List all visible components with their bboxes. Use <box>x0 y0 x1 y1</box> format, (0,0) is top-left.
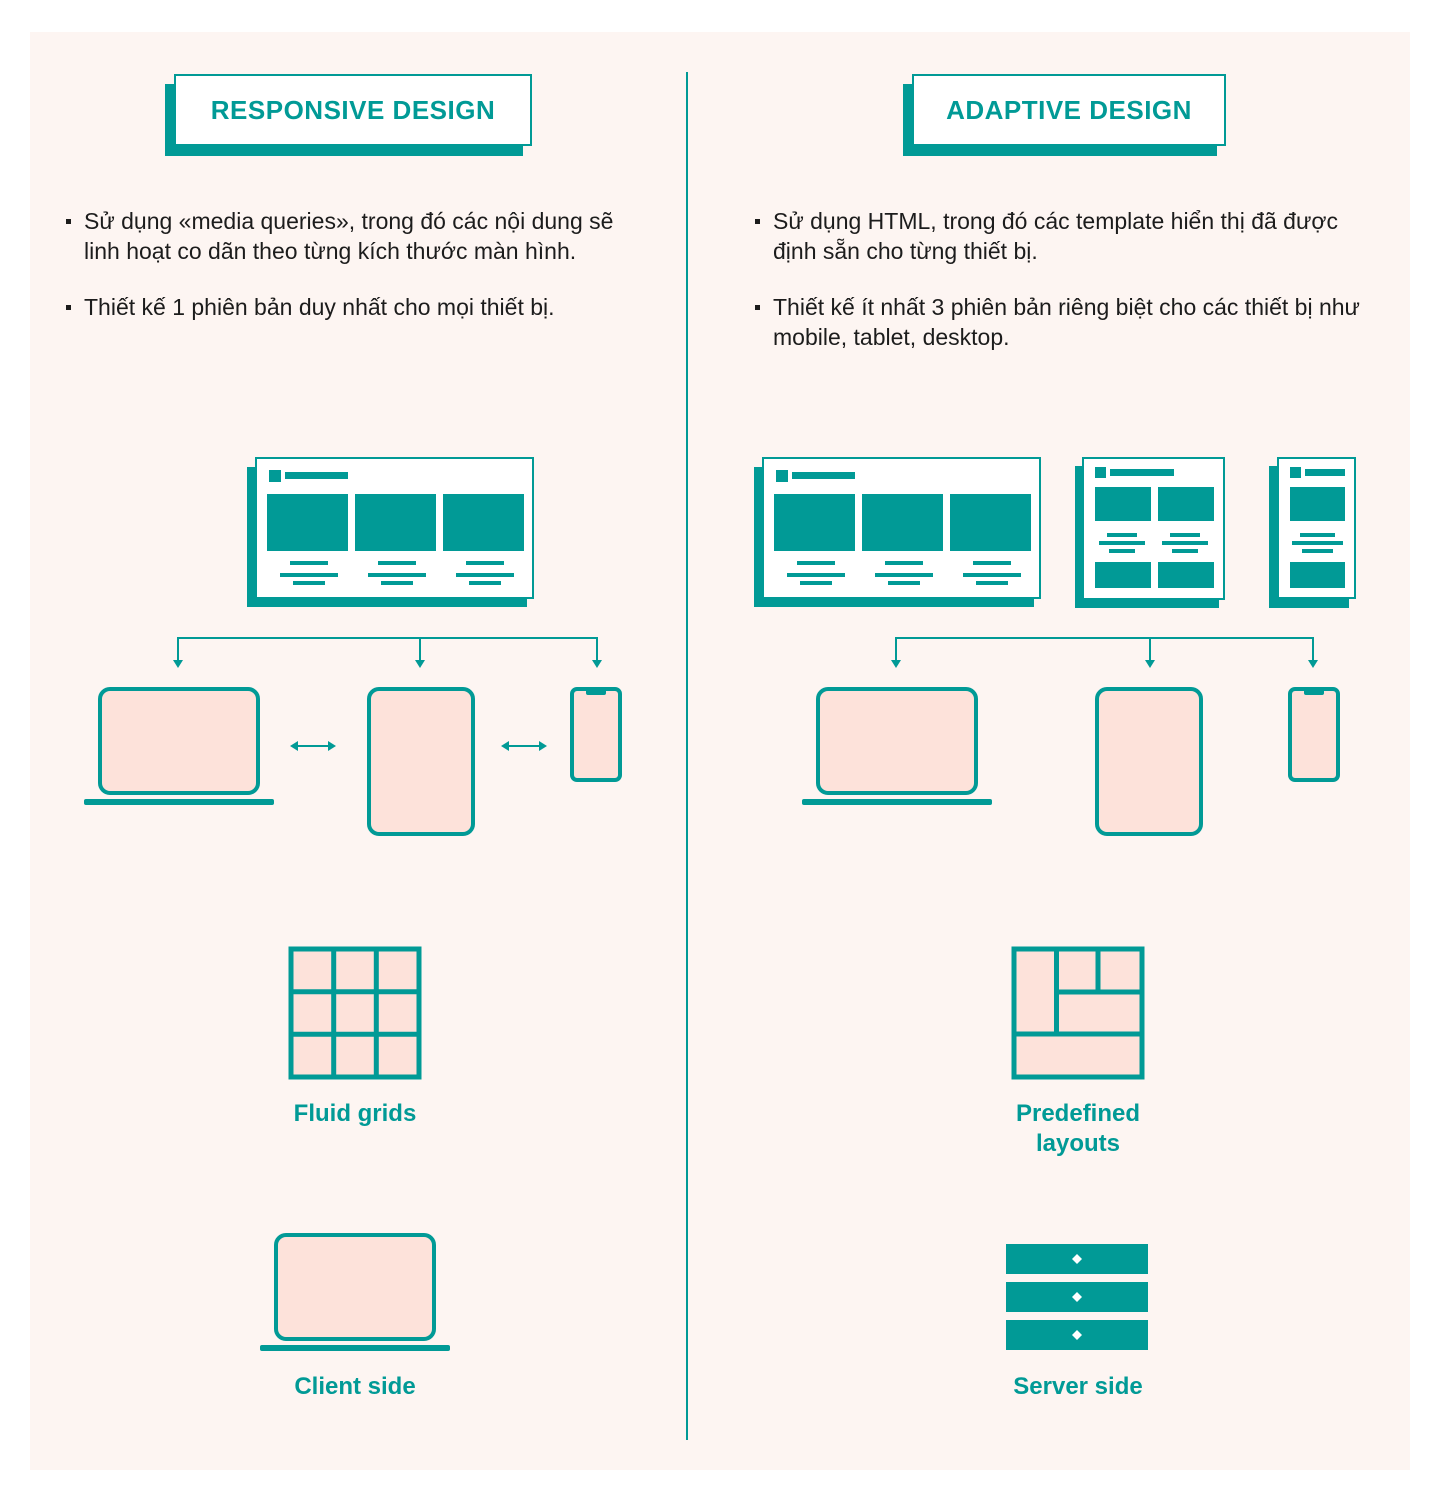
arrow-icon <box>173 660 602 668</box>
desktop-layout-icon <box>247 457 534 607</box>
responsive-bullet-2: Thiết kế 1 phiên bản duy nhất cho mọi th… <box>66 292 646 322</box>
adaptive-bullet-list: Sử dụng HTML, trong đó các template hiển… <box>755 206 1365 378</box>
responsive-title-box: RESPONSIVE DESIGN <box>165 74 532 156</box>
responsive-connector <box>177 637 598 666</box>
tablet-icon <box>1095 687 1203 836</box>
layout-icon <box>1011 946 1145 1080</box>
fluid-grids-caption: Fluid grids <box>293 1100 417 1127</box>
adaptive-title-box: ADAPTIVE DESIGN <box>903 74 1226 156</box>
adaptive-title: ADAPTIVE DESIGN <box>912 74 1226 146</box>
client-side-caption: Client side <box>294 1373 416 1400</box>
laptop-icon <box>802 687 992 805</box>
predefined-layouts-caption-line2: layouts <box>1035 1130 1121 1157</box>
column-divider <box>686 72 688 1440</box>
mobile-layout-icon <box>1269 457 1356 608</box>
grid-icon <box>288 946 422 1080</box>
server-side-caption: Server side <box>1013 1373 1143 1400</box>
tablet-icon <box>367 687 475 836</box>
responsive-bullet-1: Sử dụng «media queries», trong đó các nộ… <box>66 206 646 266</box>
bidirectional-arrow-icon <box>290 741 336 751</box>
server-icon <box>1006 1244 1148 1350</box>
responsive-title: RESPONSIVE DESIGN <box>174 74 532 146</box>
client-laptop-icon <box>260 1233 450 1351</box>
tablet-layout-icon <box>1075 457 1225 608</box>
adaptive-bullet-2: Thiết kế ít nhất 3 phiên bản riêng biệt … <box>755 292 1365 352</box>
desktop-layout-icon <box>754 457 1041 607</box>
arrow-icon <box>891 660 1318 668</box>
predefined-layouts-caption-line1: Predefined <box>1015 1100 1141 1127</box>
adaptive-bullet-1: Sử dụng HTML, trong đó các template hiển… <box>755 206 1365 266</box>
phone-icon <box>570 687 622 782</box>
responsive-bullet-list: Sử dụng «media queries», trong đó các nộ… <box>66 206 646 348</box>
phone-icon <box>1288 687 1340 782</box>
bidirectional-arrow-icon <box>501 741 547 751</box>
adaptive-connector <box>895 637 1314 666</box>
predefined-layouts-caption: Predefined layouts <box>953 1099 1203 1159</box>
laptop-icon <box>84 687 274 805</box>
